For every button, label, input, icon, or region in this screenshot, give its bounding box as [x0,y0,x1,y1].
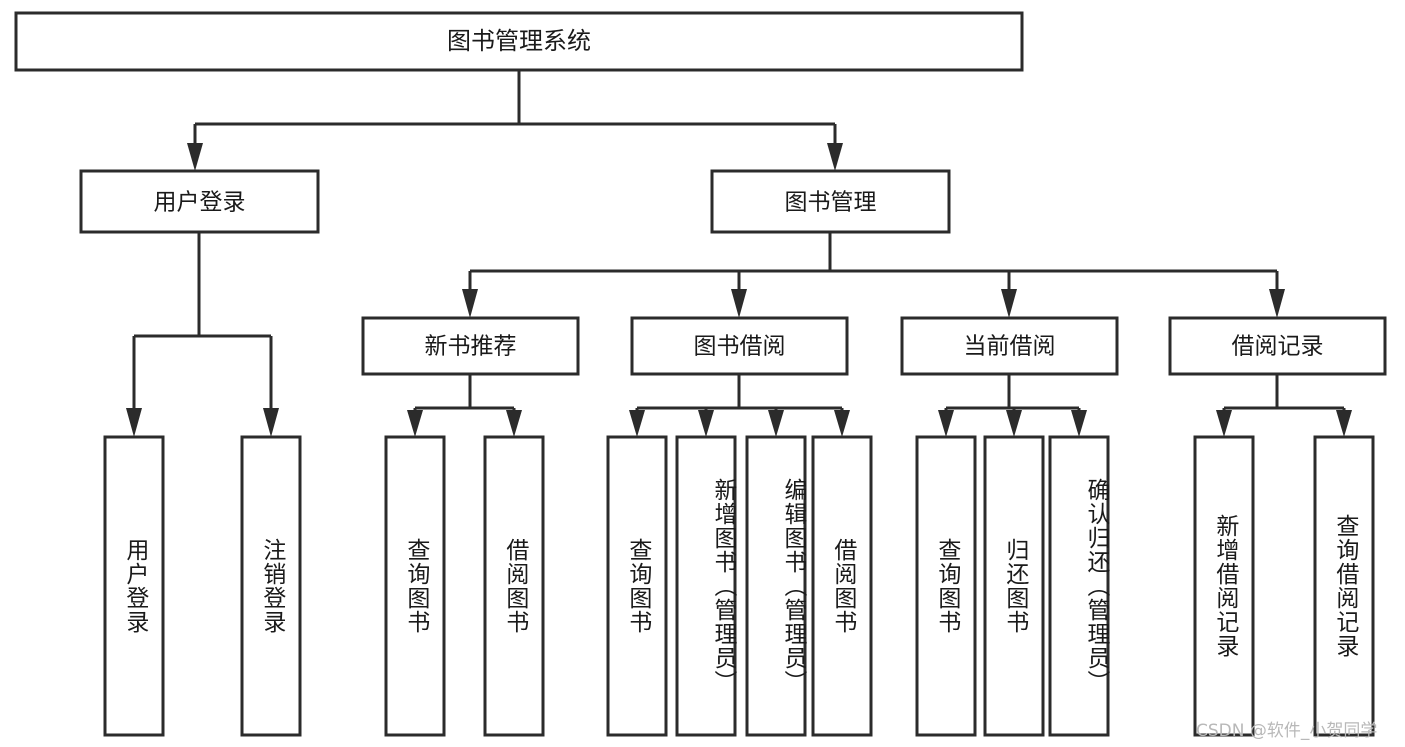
arrow-head-icon [1269,289,1285,318]
leaf-box-query-book-3[interactable] [915,435,977,737]
arrow-head-icon [1006,410,1022,437]
arrow-head-icon [1336,410,1352,437]
node-new-book-recommend[interactable]: 新书推荐 [361,316,580,376]
node-book-borrow[interactable]: 图书借阅 [630,316,849,376]
connector-root-to-level2 [187,70,843,171]
leaf-box-edit-book-admin[interactable] [745,435,807,737]
arrow-head-icon [1071,410,1087,437]
page-title: 图书管理系统 [447,27,591,55]
leaf-box-query-book-1[interactable] [384,435,446,737]
node-label: 图书管理 [785,190,877,216]
arrow-head-icon [407,410,423,437]
node-label: 用户登录 [154,190,246,216]
node-system-root[interactable]: 图书管理系统 [14,11,1024,72]
leaf-box-query-borrow-record[interactable] [1313,435,1375,737]
arrow-head-icon [126,408,142,437]
arrow-head-icon [1216,410,1232,437]
arrow-head-icon [187,143,203,171]
leaf-box-logout[interactable] [240,435,302,737]
leaf-box-user-login[interactable] [103,435,165,737]
connector-current-to-leaves [938,374,1087,437]
node-label: 当前借阅 [964,334,1056,360]
arrow-head-icon [834,410,850,437]
arrow-head-icon [768,410,784,437]
node-label: 新书推荐 [425,334,517,360]
node-label: 图书借阅 [694,334,786,360]
leaf-box-borrow-book-1[interactable] [483,435,545,737]
connector-newbook-to-leaves [407,374,522,437]
arrow-head-icon [698,410,714,437]
node-label: 借阅记录 [1232,334,1324,360]
node-book-management[interactable]: 图书管理 [710,169,951,234]
node-user-login[interactable]: 用户登录 [79,169,320,234]
arrow-head-icon [629,410,645,437]
connector-borrow-to-leaves [629,374,850,437]
leaf-box-add-book-admin[interactable] [675,435,737,737]
node-borrow-records[interactable]: 借阅记录 [1168,316,1387,376]
arrow-head-icon [462,289,478,318]
arrow-head-icon [263,408,279,437]
connector-login-to-leaves [126,232,279,437]
leaf-box-confirm-return-admin[interactable] [1048,435,1110,737]
leaf-box-add-borrow-record[interactable] [1193,435,1255,737]
connector-bookmgmt-to-level3 [462,232,1285,318]
leaf-box-return-book[interactable] [983,435,1045,737]
arrow-head-icon [827,143,843,171]
arrow-head-icon [938,410,954,437]
arrow-head-icon [731,289,747,318]
leaf-box-borrow-book-2[interactable] [811,435,873,737]
leaf-box-query-book-2[interactable] [606,435,668,737]
node-current-borrow[interactable]: 当前借阅 [900,316,1119,376]
arrow-head-icon [506,410,522,437]
connector-records-to-leaves [1216,374,1352,437]
csdn-watermark: CSDN @软件_小贺同学 [1196,721,1378,741]
arrow-head-icon [1001,289,1017,318]
